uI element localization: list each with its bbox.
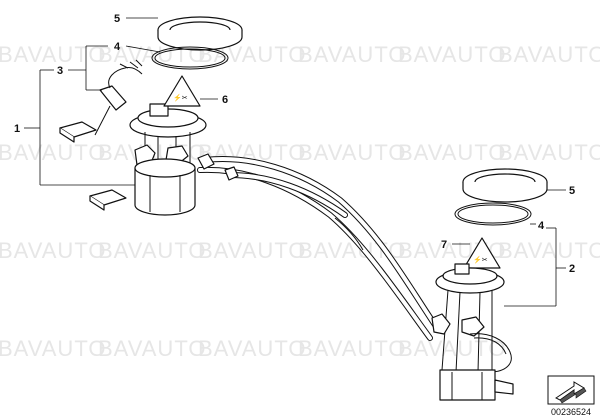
callout-2: 2 — [569, 263, 575, 275]
watermark-text: BAVAUTO — [98, 336, 206, 361]
float-arm — [94, 105, 111, 136]
watermark-text: BAVAUTO — [398, 140, 506, 165]
float — [59, 121, 97, 138]
hose-clip-line — [334, 217, 364, 251]
watermark-text: BAVAUTO — [0, 140, 106, 165]
arrow-shadow-icon — [559, 387, 587, 404]
o-ring-4 — [151, 46, 229, 70]
callouts: 5 4 3 1 6 5 4 2 7 — [14, 13, 575, 275]
callout-3: 3 — [57, 65, 63, 77]
watermark-text: BAVAUTO — [298, 140, 406, 165]
pump-reservoir — [439, 369, 496, 401]
flange-connector — [454, 263, 470, 275]
reservoir-top — [134, 158, 196, 178]
hose-connector — [197, 153, 215, 170]
pump-flange-top — [442, 267, 498, 285]
watermark-text: BAVAUTO — [298, 42, 406, 67]
reference-number: 00236524 — [551, 407, 591, 417]
watermark-text: BAVAUTO — [498, 238, 600, 263]
left-fuel-pump-unit: ⚡✂ — [59, 16, 243, 216]
sensor-wire-plug — [119, 59, 143, 69]
warning-symbol-icon: ⚡✂ — [173, 93, 188, 102]
flange-connector — [149, 103, 169, 117]
watermark-text: BAVAUTO — [298, 336, 406, 361]
fuel-hose-branch-inner — [228, 173, 347, 217]
watermark-text: BAVAUTO — [0, 336, 106, 361]
warning-symbol-icon: ⚡✂ — [473, 255, 488, 264]
suction-hose-inner — [473, 337, 507, 355]
sensor-wire — [108, 67, 143, 89]
reference-box: 00236524 — [547, 375, 595, 417]
leader-lines — [24, 17, 566, 307]
o-ring-4-inner — [154, 48, 226, 68]
watermark-text: BAVAUTO — [498, 140, 600, 165]
callout-4-right: 4 — [538, 220, 545, 232]
hose-connector — [224, 166, 239, 181]
support-rod — [455, 291, 461, 373]
callout-7: 7 — [441, 239, 447, 251]
fuel-hose-assembly — [197, 153, 438, 341]
warning-label-7 — [463, 237, 501, 269]
o-ring-4 — [454, 202, 532, 226]
callout-6: 6 — [222, 94, 228, 106]
watermark-text: BAVAUTO — [498, 42, 600, 67]
callout-4-left: 4 — [114, 41, 121, 53]
suction-hose — [469, 333, 512, 373]
foot-pad — [89, 189, 127, 206]
fuel-hose-inner — [203, 157, 437, 327]
callout-1: 1 — [14, 123, 20, 135]
watermark-text: BAVAUTO — [198, 336, 306, 361]
foot-pad-side — [89, 195, 105, 211]
reservoir-foot — [494, 379, 514, 395]
fuel-filter-housing — [461, 316, 485, 337]
leader-4-left — [125, 45, 161, 53]
sealing-ring-5-side — [157, 29, 243, 51]
watermark-text: BAVAUTO — [98, 238, 206, 263]
right-fuel-pump-unit: ⚡✂ — [431, 168, 548, 401]
sealing-ring-5-side — [462, 181, 548, 203]
watermark-text: BAVAUTO — [0, 238, 106, 263]
jet-pump — [431, 313, 451, 335]
o-ring-4-inner — [457, 204, 529, 224]
watermark-text: BAVAUTO — [398, 42, 506, 67]
watermark-text: BAVAUTO — [398, 336, 506, 361]
float-side — [59, 127, 75, 143]
level-sensor-3 — [99, 85, 127, 111]
watermark-text: BAVAUTO — [198, 238, 306, 263]
callout-5-left: 5 — [114, 13, 120, 25]
warning-label-6 — [163, 75, 201, 107]
callout-5-right: 5 — [569, 185, 575, 197]
